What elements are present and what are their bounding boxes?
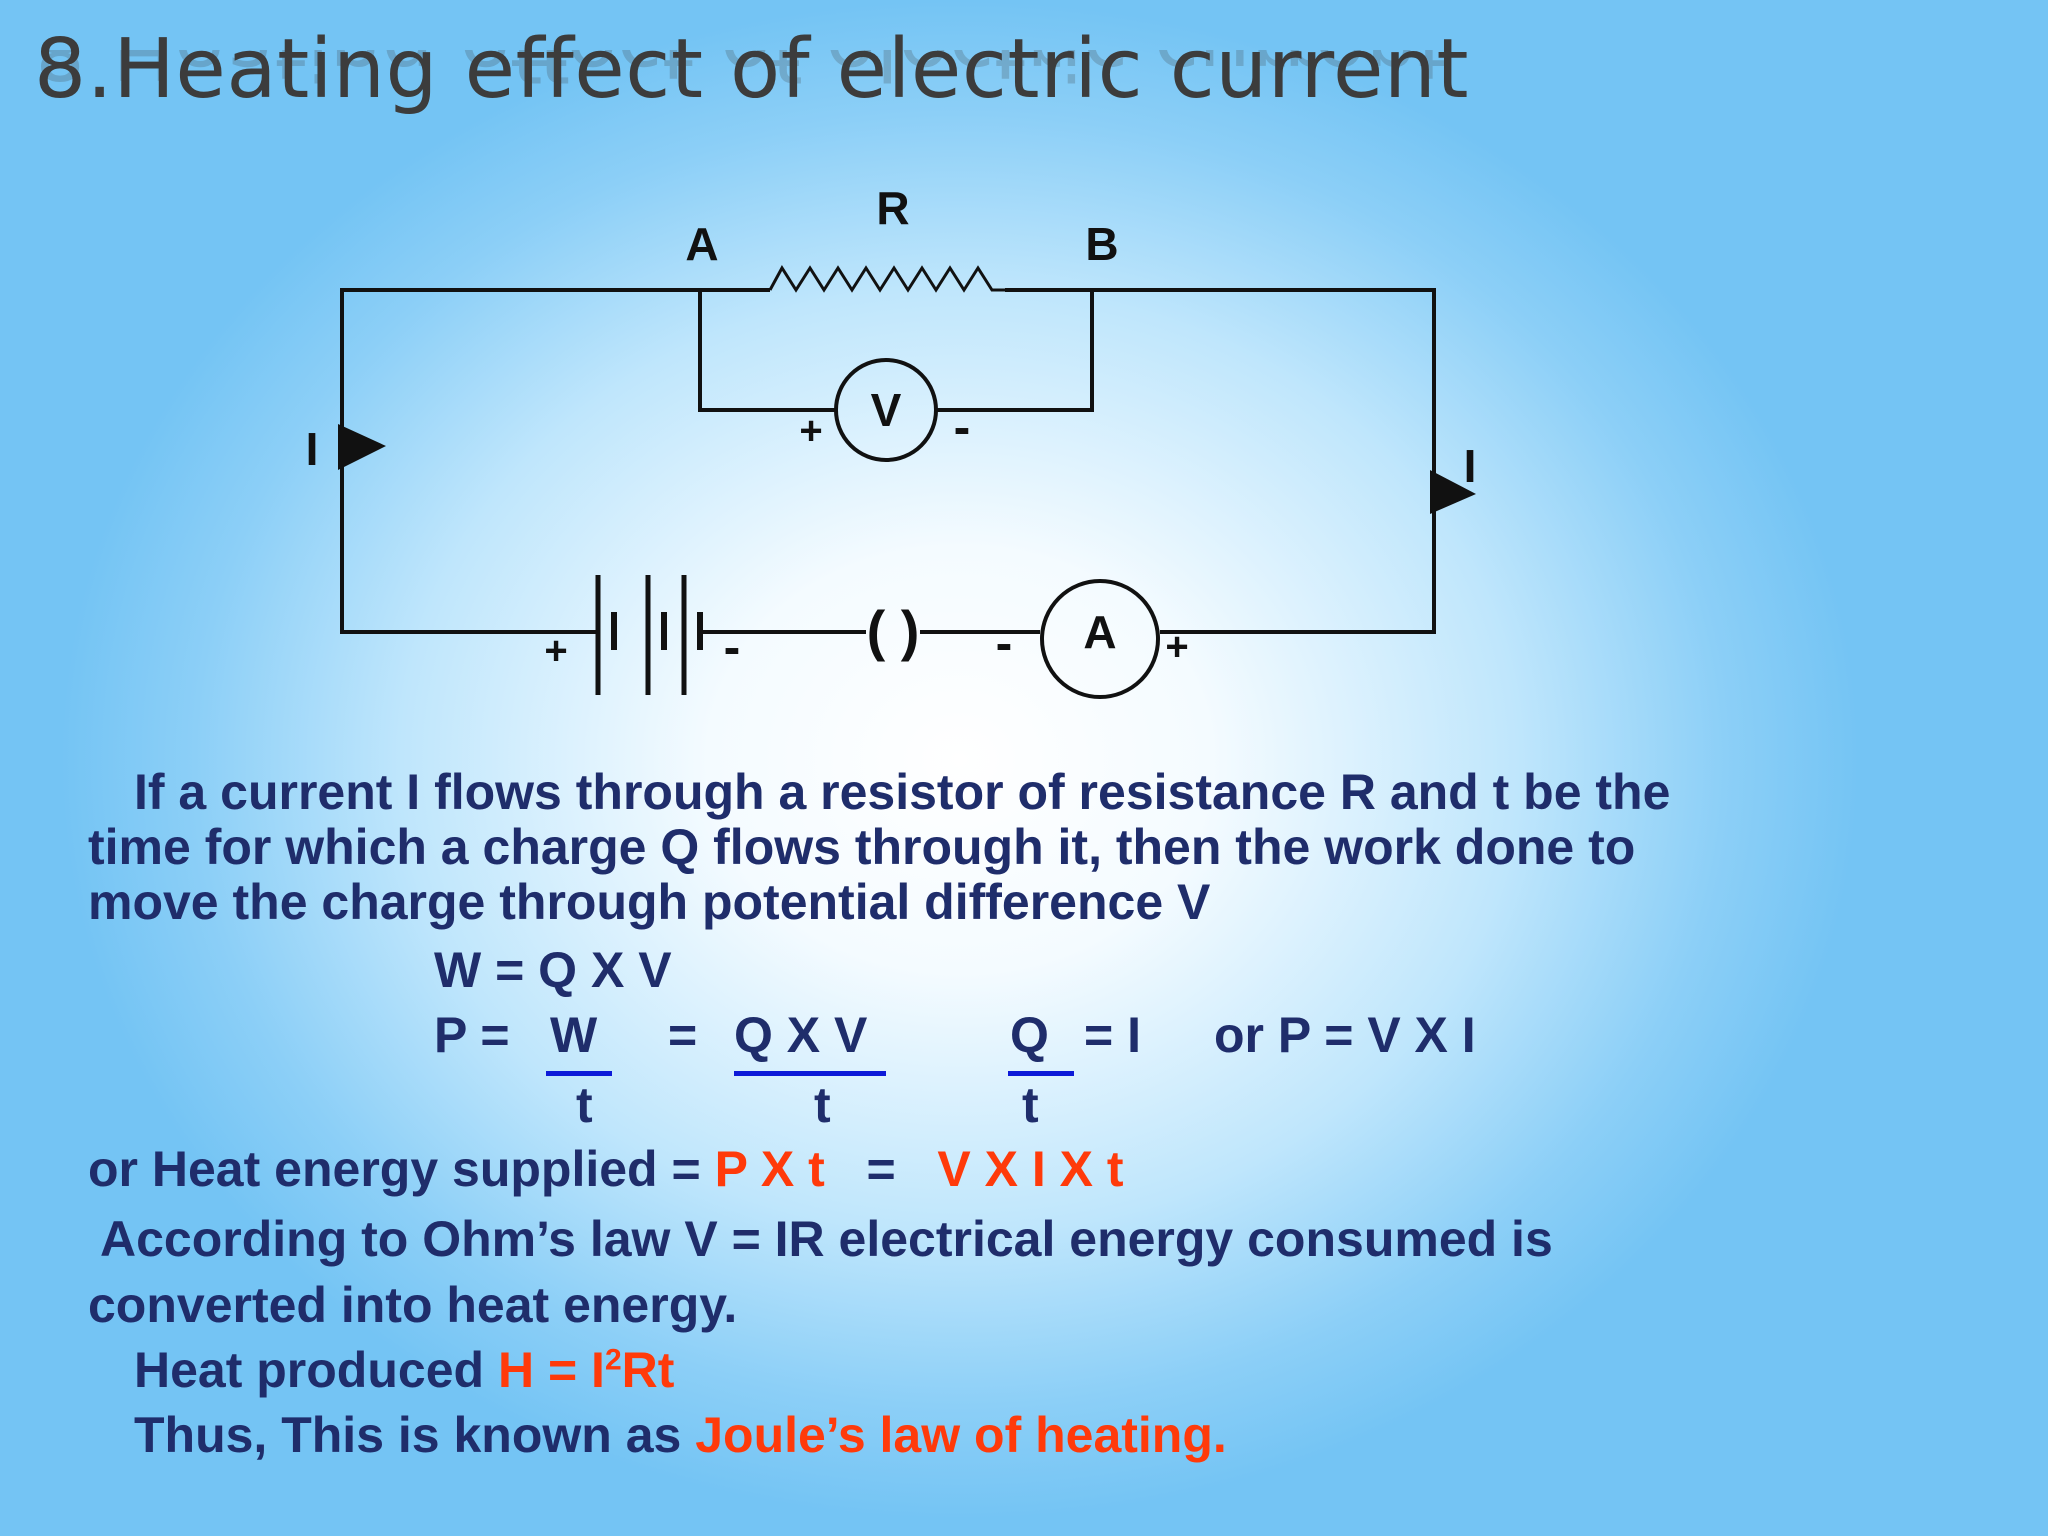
fraction-bar-q xyxy=(1008,1071,1074,1076)
current-arrow-left xyxy=(338,424,386,470)
equation-power-lhs: P = xyxy=(434,1007,510,1063)
wire-voltmeter-right xyxy=(936,290,1094,412)
heat-energy-prefix: or Heat energy supplied = xyxy=(88,1141,715,1197)
joule-formula-exponent: 2 xyxy=(604,1343,622,1377)
heat-produced-label: Heat produced xyxy=(134,1342,498,1398)
equation-power-vxi: or P = V X I xyxy=(1214,1007,1476,1063)
current-right-label: I xyxy=(1464,440,1477,492)
wire-top-right xyxy=(1092,288,1436,634)
equation-power-w: W xyxy=(550,1007,598,1063)
ammeter-plus: + xyxy=(1165,625,1188,669)
resistor-label: R xyxy=(876,182,909,234)
ohm-line1: According to Ohm’s law V = IR electrical… xyxy=(100,1211,1553,1267)
voltmeter-circle xyxy=(834,358,938,462)
joule-formula-rt: Rt xyxy=(621,1342,675,1398)
para1-line2: time for which a charge Q flows through … xyxy=(88,819,1636,875)
battery-minus: - xyxy=(724,619,741,675)
equation-power-equals: = xyxy=(668,1007,698,1063)
ohm-line2: converted into heat energy. xyxy=(88,1277,738,1333)
ammeter-minus: - xyxy=(996,615,1013,671)
wire-voltmeter-left xyxy=(698,290,836,412)
ammeter-label: A xyxy=(1083,606,1116,658)
joule-formula-h: H = I xyxy=(497,1342,605,1398)
heat-produced-line: Heat produced H = I2Rt xyxy=(134,1345,674,1395)
thus-text: Thus, This is known as xyxy=(134,1407,696,1463)
denominator-t2: t xyxy=(814,1077,831,1133)
para1-line3: move the charge through potential differ… xyxy=(88,874,1211,930)
heat-formula-vixt: V X I X t xyxy=(937,1141,1124,1197)
slide-title: 8.Heating effect of electric current xyxy=(34,22,1470,117)
thus-line: Thus, This is known as Joule’s law of he… xyxy=(134,1410,1227,1460)
current-left-label: I xyxy=(306,423,319,475)
node-a-label: A xyxy=(685,218,718,270)
equation-power-i: = I xyxy=(1084,1007,1141,1063)
equation-power-qxv: Q X V xyxy=(734,1007,868,1063)
heat-formula-pxt: P X t xyxy=(714,1141,825,1197)
ammeter-circle xyxy=(1040,579,1160,699)
voltmeter-minus: - xyxy=(954,399,971,455)
equation-power-q: Q xyxy=(1010,1007,1049,1063)
heat-formula-equals: = xyxy=(866,1141,896,1197)
denominator-t1: t xyxy=(576,1077,593,1133)
key-label: ( ) xyxy=(867,599,920,662)
joule-formula: H = I2Rt xyxy=(498,1342,674,1398)
joule-law-name: Joule’s law of heating. xyxy=(695,1407,1227,1463)
battery-plus: + xyxy=(544,629,567,673)
voltmeter-plus: + xyxy=(799,409,822,453)
node-b-label: B xyxy=(1085,218,1118,270)
denominator-t3: t xyxy=(1022,1077,1039,1133)
voltmeter-label: V xyxy=(871,384,902,436)
fraction-bar-qxv xyxy=(734,1071,886,1076)
fraction-bar-w xyxy=(546,1071,612,1076)
equation-work: W = Q X V xyxy=(434,942,672,998)
para1-line1: If a current I flows through a resistor … xyxy=(134,764,1671,820)
current-arrow-right xyxy=(1430,470,1476,514)
heat-energy-line: or Heat energy supplied = P X t = V X I … xyxy=(88,1144,1124,1194)
resistor-zigzag xyxy=(768,265,1005,293)
circuit-diagram: R A B I I V + - A - + + - ( ) xyxy=(306,182,1477,699)
